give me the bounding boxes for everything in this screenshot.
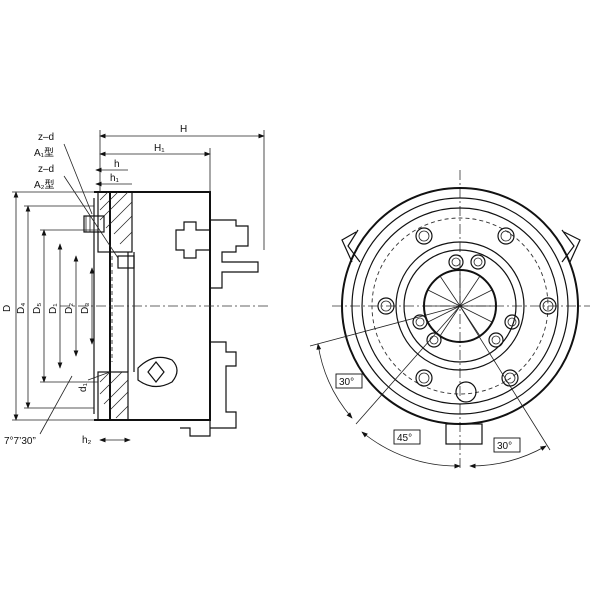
label-zd-top: z–d [38,132,54,143]
front-view [309,170,590,470]
angle-45: 45° [397,433,412,444]
label-H: H [180,124,187,135]
label-D: D [2,305,13,312]
inner-bolt-holes [412,254,520,348]
label-h1: h₁ [110,173,120,184]
flange-section-upper [97,191,133,253]
side-view-labels: H H₁ h h₁ h₂ z–d A₁型 z–d A₂型 D D₄ D₅ D₁ … [2,124,187,447]
label-D2: D₂ [64,303,75,314]
label-a1-type: A₁型 [34,146,54,159]
label-zd-bottom: z–d [38,164,54,175]
label-h: h [114,159,120,170]
flange-section-lower [97,371,129,421]
side-view [12,130,270,443]
label-D1: D₁ [48,303,59,314]
label-d1: d₁ [78,382,89,392]
label-a2-type: A₂型 [34,178,55,191]
label-H1: H₁ [154,143,165,154]
label-taper-angle: 7°7’30” [4,436,36,447]
label-h2: h₂ [82,435,92,446]
angle-labels: 30° 45° 30° [335,373,521,453]
label-D4: D₄ [16,303,27,314]
label-D5: D₅ [32,303,43,314]
angle-30-right: 30° [497,441,512,452]
label-D3: D₃ [80,303,91,314]
angle-30-left: 30° [339,377,354,388]
